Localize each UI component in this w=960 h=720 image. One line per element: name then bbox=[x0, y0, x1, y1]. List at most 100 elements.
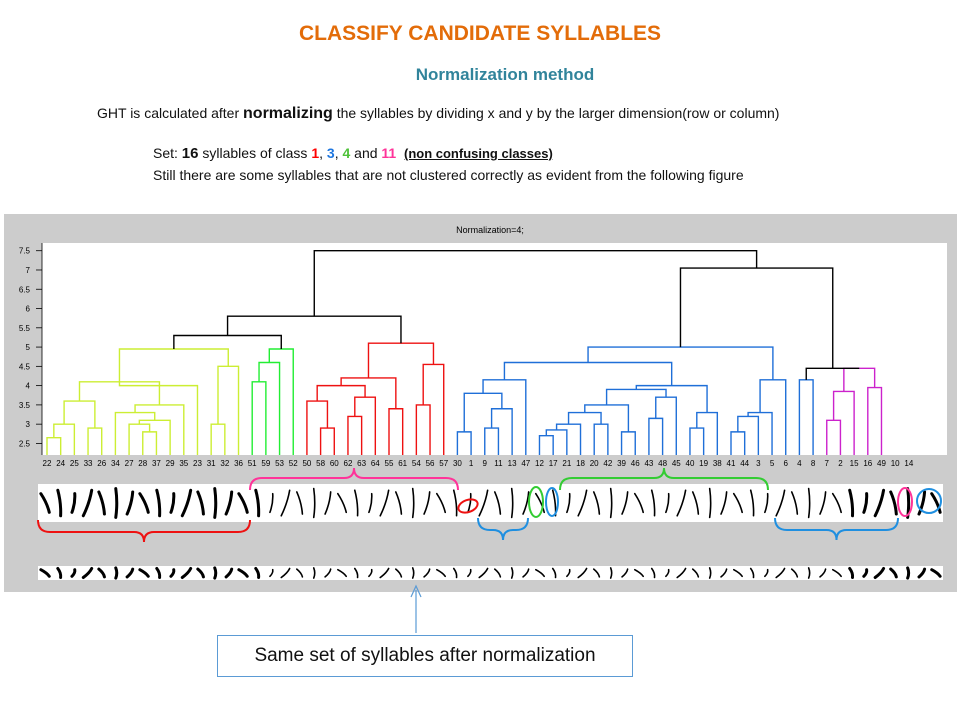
dendrogram-link bbox=[605, 388, 667, 405]
syllable-glyph bbox=[155, 488, 162, 518]
syllable-glyph bbox=[873, 488, 886, 518]
syllable-glyph bbox=[467, 492, 472, 514]
y-tick-label: 2.5 bbox=[19, 439, 31, 448]
leaf-label: 49 bbox=[877, 459, 886, 468]
syllable-glyph bbox=[436, 492, 447, 514]
syllable-glyph bbox=[39, 492, 51, 514]
dendrogram-link bbox=[354, 396, 377, 455]
leaf-label: 18 bbox=[576, 459, 585, 468]
syllable-glyph bbox=[790, 568, 799, 578]
leaf-label: 17 bbox=[549, 459, 558, 468]
leaf-label: 56 bbox=[426, 459, 435, 468]
dendrogram-link bbox=[503, 361, 673, 386]
syllable-glyph bbox=[831, 568, 842, 578]
description-emphasis: normalizing bbox=[243, 105, 333, 122]
leaf-label: 27 bbox=[125, 459, 134, 468]
syllable-glyph bbox=[254, 488, 261, 518]
leaf-label: 52 bbox=[289, 459, 298, 468]
leaf-label: 34 bbox=[111, 459, 120, 468]
syllable-glyph bbox=[324, 568, 332, 578]
dendrogram-link bbox=[555, 423, 582, 455]
leaf-label: 6 bbox=[783, 459, 788, 468]
syllable-glyph bbox=[97, 567, 106, 579]
set-and: and bbox=[350, 145, 382, 161]
leaf-label: 29 bbox=[166, 459, 175, 468]
syllable-glyph bbox=[125, 567, 135, 579]
dendrogram-link bbox=[587, 346, 774, 380]
syllable-glyph bbox=[436, 568, 447, 578]
set-note: (non confusing classes) bbox=[404, 146, 553, 161]
leaf-label: 33 bbox=[84, 459, 93, 468]
second-line: Still there are some syllables that are … bbox=[153, 167, 744, 183]
syllable-glyph bbox=[633, 568, 644, 578]
syllable-glyph bbox=[749, 567, 755, 579]
syllable-glyph bbox=[732, 492, 743, 514]
leaf-label: 40 bbox=[686, 459, 695, 468]
syllable-glyph bbox=[665, 492, 670, 514]
syllable-glyph bbox=[534, 492, 545, 514]
caption-arrow-head bbox=[410, 584, 422, 598]
syllable-glyph bbox=[621, 568, 629, 578]
syllable-glyph bbox=[764, 568, 769, 578]
leaf-label: 61 bbox=[398, 459, 407, 468]
y-tick-label: 6 bbox=[26, 305, 31, 314]
syllable-glyph bbox=[732, 568, 743, 578]
chart-title: Normalization=4; bbox=[456, 225, 524, 235]
annotation-circle-green bbox=[528, 486, 544, 518]
leaf-label: 54 bbox=[412, 459, 421, 468]
dendrogram-link bbox=[730, 431, 746, 455]
dendrogram-link bbox=[805, 367, 860, 380]
syllable-images-top bbox=[39, 487, 942, 519]
set-count: 16 bbox=[181, 145, 199, 162]
syllable-images-bottom bbox=[39, 566, 942, 580]
leaf-label: 37 bbox=[152, 459, 161, 468]
dendrogram-link bbox=[620, 431, 636, 455]
y-tick-label: 6.5 bbox=[19, 285, 31, 294]
y-axis: 2.533.544.555.566.577.5 bbox=[19, 243, 43, 455]
annotation-brace-blue-right bbox=[774, 517, 899, 541]
syllable-glyph bbox=[819, 568, 827, 578]
syllable-glyph bbox=[138, 492, 150, 514]
dendrogram-link bbox=[679, 267, 834, 369]
syllable-glyph bbox=[889, 490, 898, 516]
leaf-label: 51 bbox=[248, 459, 257, 468]
syllable-glyph bbox=[930, 568, 942, 578]
description: GHT is calculated after normalizing the … bbox=[97, 105, 779, 123]
syllable-glyph bbox=[280, 567, 291, 579]
y-tick-label: 3.5 bbox=[19, 401, 31, 410]
set-line: Set: 16 syllables of class 1, 3, 4 and 1… bbox=[153, 145, 553, 162]
syllable-glyph bbox=[423, 568, 431, 578]
syllable-glyph bbox=[452, 489, 458, 517]
syllable-glyph bbox=[592, 568, 601, 578]
syllable-glyph bbox=[609, 487, 613, 519]
syllable-glyph bbox=[522, 568, 530, 578]
leaf-label: 12 bbox=[535, 459, 544, 468]
leaf-label: 58 bbox=[316, 459, 325, 468]
syllable-glyph bbox=[56, 488, 63, 518]
syllable-glyph bbox=[379, 567, 390, 579]
syllable-glyph bbox=[180, 567, 193, 579]
syllable-glyph bbox=[551, 567, 557, 579]
syllable-glyph bbox=[394, 568, 403, 578]
caption-box: Same set of syllables after normalizatio… bbox=[217, 635, 633, 677]
leaf-label: 41 bbox=[727, 459, 736, 468]
dendrogram-link bbox=[134, 404, 185, 455]
syllable-glyph bbox=[873, 567, 886, 579]
leaf-label: 63 bbox=[357, 459, 366, 468]
syllable-glyph bbox=[577, 567, 588, 579]
y-tick-label: 3 bbox=[26, 420, 31, 429]
syllable-glyph bbox=[848, 567, 855, 579]
leaf-label: 2 bbox=[838, 459, 843, 468]
y-tick-label: 5.5 bbox=[19, 324, 31, 333]
leaf-label: 64 bbox=[371, 459, 380, 468]
syllable-glyph bbox=[411, 567, 415, 579]
leaf-label: 10 bbox=[891, 459, 900, 468]
syllable-glyph bbox=[819, 491, 827, 515]
dendrogram-link bbox=[347, 415, 363, 455]
syllable-glyph bbox=[97, 490, 106, 516]
dendrogram-links bbox=[46, 250, 883, 455]
syllable-glyph bbox=[296, 568, 304, 578]
annotations bbox=[37, 467, 942, 543]
leaf-label: 31 bbox=[207, 459, 216, 468]
dendrogram-link bbox=[210, 423, 226, 455]
